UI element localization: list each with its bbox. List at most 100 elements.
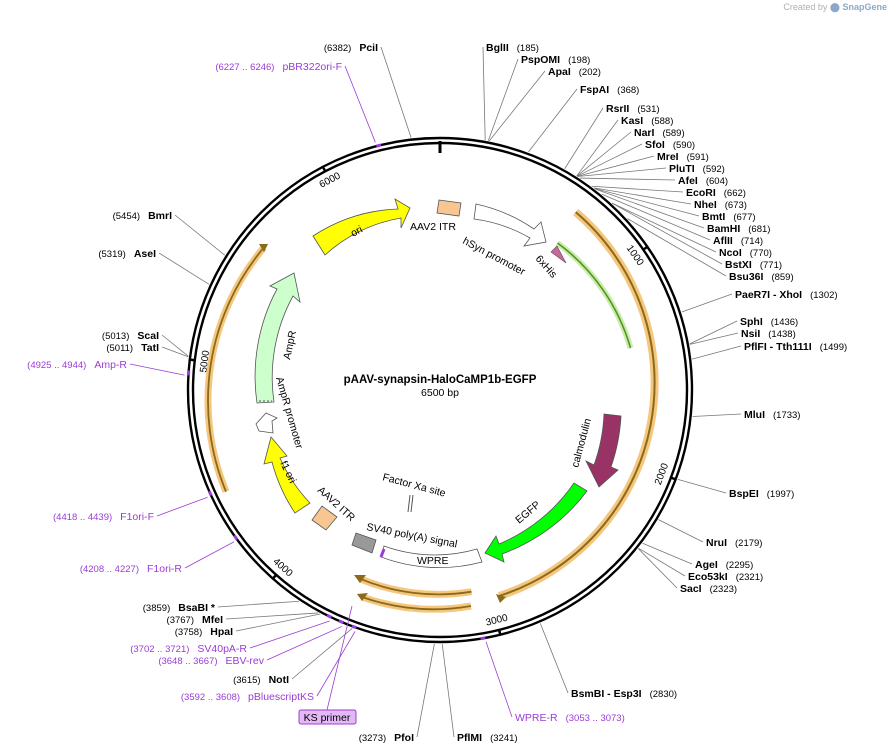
enzyme-name: BsmBI - Esp3I — [571, 688, 642, 700]
enzyme-position: (3273) — [359, 733, 386, 744]
enzyme-position: (2295) — [726, 560, 753, 571]
enzyme-name: MluI — [744, 409, 765, 421]
enzyme-leader — [291, 628, 353, 680]
enzyme-name: PflFI - Tth111I — [744, 341, 812, 353]
primer-range: (4208 .. 4227) — [80, 564, 139, 575]
enzyme-leader — [601, 193, 711, 241]
enzyme-leader — [642, 542, 693, 565]
enzyme-position: (677) — [733, 212, 755, 223]
enzyme-leader — [564, 107, 604, 169]
primer-leader — [156, 496, 208, 517]
primer-site-mark — [338, 619, 344, 625]
primer-site-mark — [326, 613, 333, 619]
primer-range: (3648 .. 3667) — [158, 656, 217, 667]
enzyme-name: AseI — [134, 248, 156, 260]
primer-site-mark — [480, 636, 486, 641]
feature-aav2-itr-bottom — [311, 505, 338, 531]
enzyme-position: (1438) — [768, 329, 795, 340]
primer-range: (3592 .. 3608) — [181, 692, 240, 703]
feature-egfp — [484, 482, 588, 563]
leader-lines — [129, 46, 742, 738]
enzyme-name: FspAI — [580, 84, 609, 96]
feature-ampr-promoter — [255, 412, 278, 434]
enzyme-leader — [225, 612, 319, 620]
enzyme-position: (590) — [673, 140, 695, 151]
enzyme-position: (3241) — [490, 733, 517, 744]
primer-leader — [316, 631, 356, 697]
enzyme-name: RsrII — [606, 103, 629, 115]
enzyme-name: PluTI — [669, 163, 695, 175]
enzyme-position: (185) — [517, 43, 539, 54]
primer-name: F1ori-F — [120, 511, 154, 523]
enzyme-leader — [235, 613, 321, 632]
site-labels: PciI(6382)BglII(185)PspOMI(198)ApaI(202)… — [27, 42, 847, 744]
enzyme-name: NotI — [269, 674, 289, 686]
enzyme-leader — [528, 88, 578, 153]
primer-leader — [344, 65, 376, 143]
feature-sv40-polya — [351, 532, 377, 554]
feature-6xhis — [550, 245, 567, 264]
plasmid-name: pAAV-synapsin-HaloCaMP1b-EGFP — [344, 374, 537, 386]
enzyme-name: AfeI — [678, 175, 698, 187]
enzyme-name: HpaI — [210, 626, 233, 638]
enzyme-leader — [638, 548, 678, 589]
enzyme-leader — [692, 345, 742, 360]
enzyme-position: (662) — [724, 188, 746, 199]
enzyme-name: AgeI — [695, 559, 718, 571]
enzyme-leader — [161, 334, 189, 357]
enzyme-position: (2323) — [710, 584, 737, 595]
primer-name: pBR322ori-F — [282, 61, 342, 73]
primer-leader — [249, 620, 330, 649]
enzyme-position: (368) — [617, 85, 639, 96]
enzyme-leader — [576, 143, 643, 177]
enzyme-position: (1997) — [767, 489, 794, 500]
enzyme-position: (1499) — [820, 342, 847, 353]
enzyme-position: (2830) — [650, 689, 677, 700]
enzyme-name: NarI — [634, 127, 655, 139]
label-6xhis: 6xHis — [533, 253, 559, 281]
ks-primer-badge: KS primer — [298, 709, 357, 725]
features — [254, 198, 622, 569]
tick-mark — [641, 245, 649, 252]
primer-name: WPRE-R — [515, 712, 558, 724]
primer-leader — [184, 541, 235, 569]
enzyme-position: (5454) — [113, 211, 140, 222]
enzyme-position: (770) — [750, 248, 772, 259]
ks-primer-label: KS primer — [304, 712, 351, 724]
enzyme-leader — [611, 202, 717, 253]
enzyme-leader — [174, 214, 226, 256]
enzyme-position: (859) — [771, 272, 793, 283]
primer-name: EBV-rev — [225, 655, 264, 667]
enzyme-name: NruI — [706, 537, 727, 549]
primer-name: F1ori-R — [147, 563, 182, 575]
enzyme-name: PspOMI — [521, 54, 560, 66]
enzyme-leader — [593, 187, 692, 205]
primer-name: SV40pA-R — [197, 643, 247, 655]
enzyme-position: (591) — [687, 152, 709, 163]
enzyme-name: EcoRI — [686, 187, 716, 199]
tick-mark — [271, 573, 278, 581]
enzyme-position: (1302) — [810, 290, 837, 301]
enzyme-position: (1436) — [771, 317, 798, 328]
primer-name: Amp-R — [94, 359, 127, 371]
enzyme-leader — [591, 185, 684, 193]
enzyme-leader — [595, 188, 705, 229]
enzyme-position: (714) — [741, 236, 763, 247]
enzyme-name: Bsu36I — [729, 271, 764, 283]
primer-range: (4925 .. 4944) — [27, 360, 86, 371]
tick-mark — [321, 165, 327, 173]
label-aav2-itr-top: AAV2 ITR — [410, 221, 456, 233]
enzyme-name: BglII — [486, 42, 509, 54]
feature-ampr — [254, 272, 301, 404]
tick-label: 3000 — [485, 612, 510, 628]
primer-leader — [129, 363, 185, 376]
enzyme-position: (771) — [760, 260, 782, 271]
enzyme-name: PciI — [359, 42, 378, 54]
enzyme-position: (5319) — [98, 249, 125, 260]
enzyme-name: BmrI — [148, 210, 172, 222]
factor-xa-mark — [407, 494, 411, 513]
enzyme-position: (1733) — [773, 410, 800, 421]
enzyme-name: NheI — [694, 199, 717, 211]
plasmid-size: 6500 bp — [421, 387, 459, 399]
